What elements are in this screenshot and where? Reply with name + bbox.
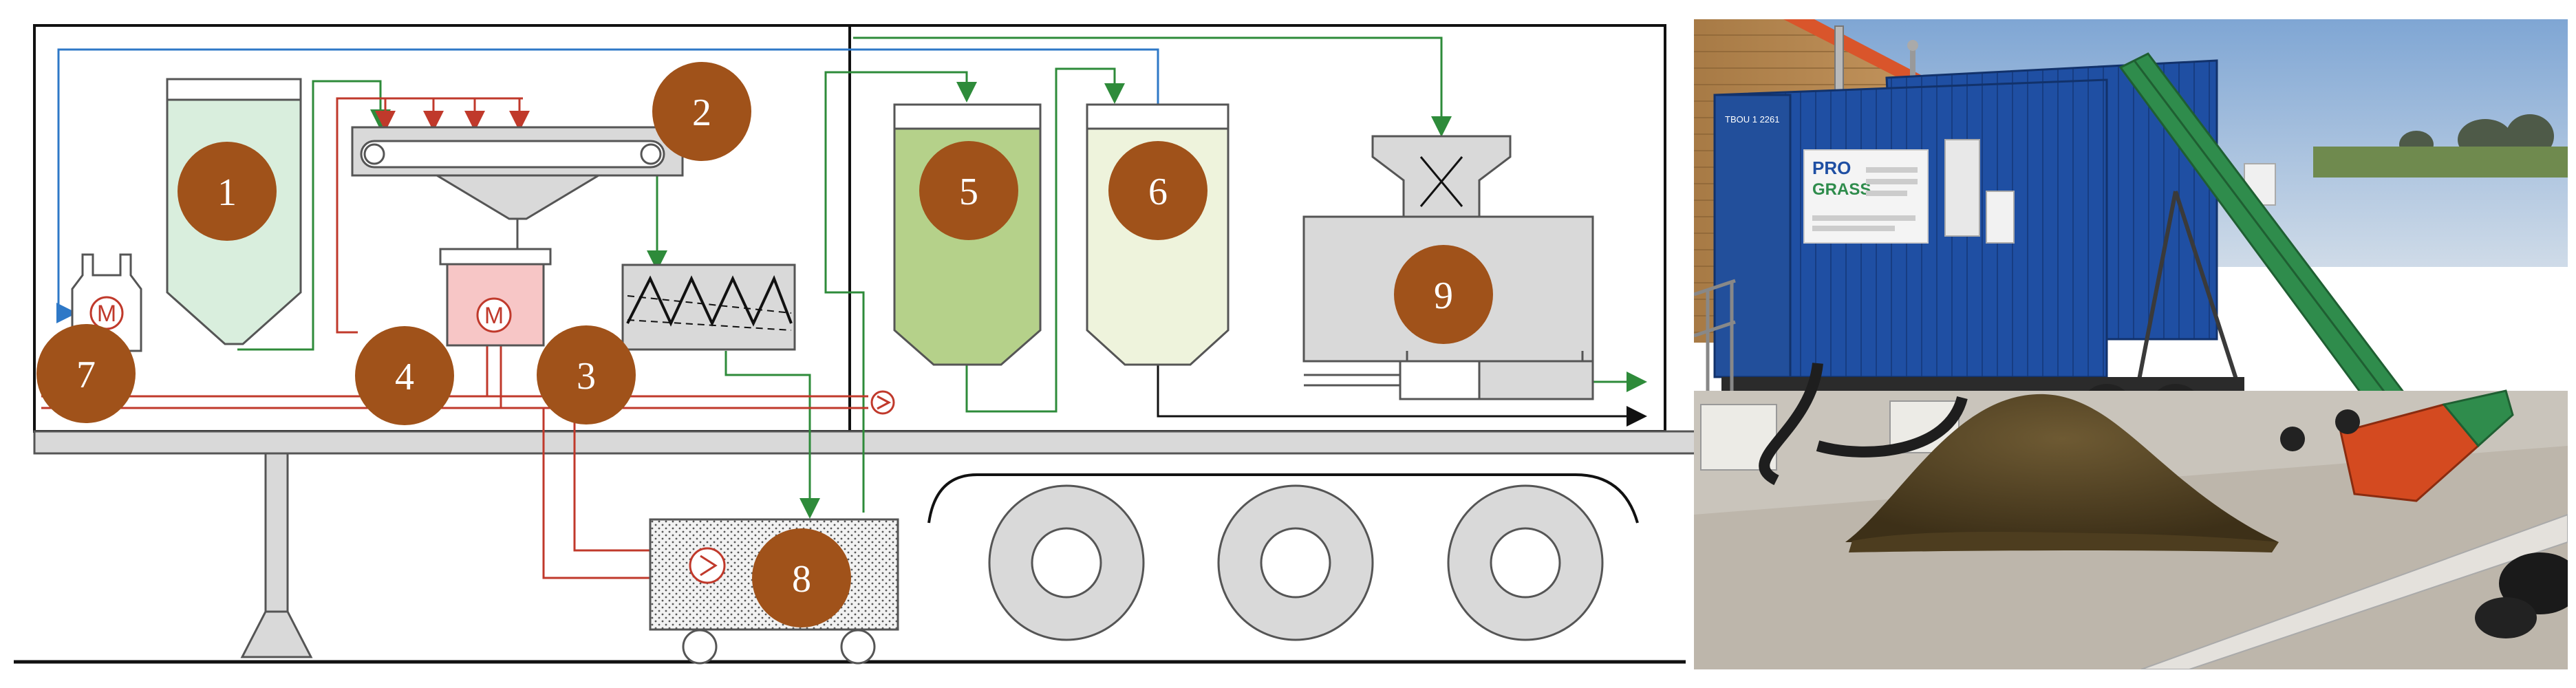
belt-press-2 xyxy=(351,126,684,251)
badge-5: 5 xyxy=(919,141,1018,240)
hose xyxy=(1759,363,1823,486)
support-foot xyxy=(240,610,313,658)
small-sign xyxy=(1986,191,2015,244)
red-loop-to-tank8-outer xyxy=(542,408,676,579)
tractor-wheel xyxy=(2280,427,2305,451)
cart-wheel xyxy=(840,629,876,665)
wheel-arch xyxy=(927,473,1639,524)
container-door-panel xyxy=(1713,94,1792,378)
screw-press xyxy=(621,264,796,351)
red-loop-to-tank8-inner xyxy=(573,408,676,552)
wheel-hub xyxy=(1031,527,1102,599)
svg-text:6: 6 xyxy=(1148,171,1168,213)
green-line-tank5-to-tank6 xyxy=(965,67,1125,413)
tractor-wheel xyxy=(2335,409,2360,434)
antenna-mast xyxy=(1910,47,1915,95)
svg-text:8: 8 xyxy=(792,558,811,601)
grass-pile xyxy=(1845,394,2279,542)
process-diagram: M M xyxy=(14,24,1699,665)
concrete-kerb xyxy=(2140,513,2568,669)
cart-wheel xyxy=(682,629,718,665)
red-header-line xyxy=(336,97,523,334)
badge-4: 4 xyxy=(355,326,454,425)
support-leg xyxy=(264,452,289,613)
green-line-tank1-to-press xyxy=(237,80,391,351)
logo-line1: PRO xyxy=(1812,158,1851,178)
hose xyxy=(1816,396,1968,458)
svg-text:1: 1 xyxy=(217,171,237,214)
svg-text:5: 5 xyxy=(959,171,978,213)
motor-label: M xyxy=(484,303,504,329)
trailer-chassis xyxy=(33,430,1699,455)
badges: 1 2 3 4 5 6 7 8 9 xyxy=(36,62,1493,627)
small-sign xyxy=(1944,139,1980,237)
svg-text:4: 4 xyxy=(395,356,414,398)
mixer-4: M xyxy=(439,248,552,347)
badge-8: 8 xyxy=(752,528,851,627)
green-line-screw-to-storage xyxy=(724,351,820,519)
logo-line2: GRASS xyxy=(1812,180,1871,199)
svg-text:9: 9 xyxy=(1434,275,1453,317)
container-marking: TBOU 1 2261 xyxy=(1725,114,1780,125)
blue-process-line xyxy=(56,48,1159,323)
badge-9: 9 xyxy=(1394,245,1493,344)
green-line-to-hopper xyxy=(853,36,1452,137)
wheel-hub xyxy=(1260,527,1331,599)
black-outlet-line xyxy=(1157,365,1647,427)
silage-bale xyxy=(2475,597,2537,638)
motor-label: M xyxy=(97,301,116,327)
svg-text:2: 2 xyxy=(692,92,711,134)
badge-6: 6 xyxy=(1108,141,1208,240)
green-line-storage-up xyxy=(824,71,977,513)
svg-text:7: 7 xyxy=(76,354,96,396)
prograss-sign: PRO GRASS xyxy=(1803,149,1929,244)
orange-shredder xyxy=(2339,403,2480,502)
svg-text:3: 3 xyxy=(577,355,596,398)
badge-2: 2 xyxy=(652,62,751,161)
badge-1: 1 xyxy=(178,142,277,241)
badge-7: 7 xyxy=(36,324,136,423)
wheels xyxy=(988,484,1604,641)
site-photo: TBOU 1 2261 PRO GRASS xyxy=(1694,19,2568,669)
heat-exchanger-icon xyxy=(689,547,726,584)
wheel-hub xyxy=(1490,527,1561,599)
distant-trees xyxy=(2313,114,2568,178)
badge-3: 3 xyxy=(537,325,636,424)
motor-icon xyxy=(476,297,512,333)
